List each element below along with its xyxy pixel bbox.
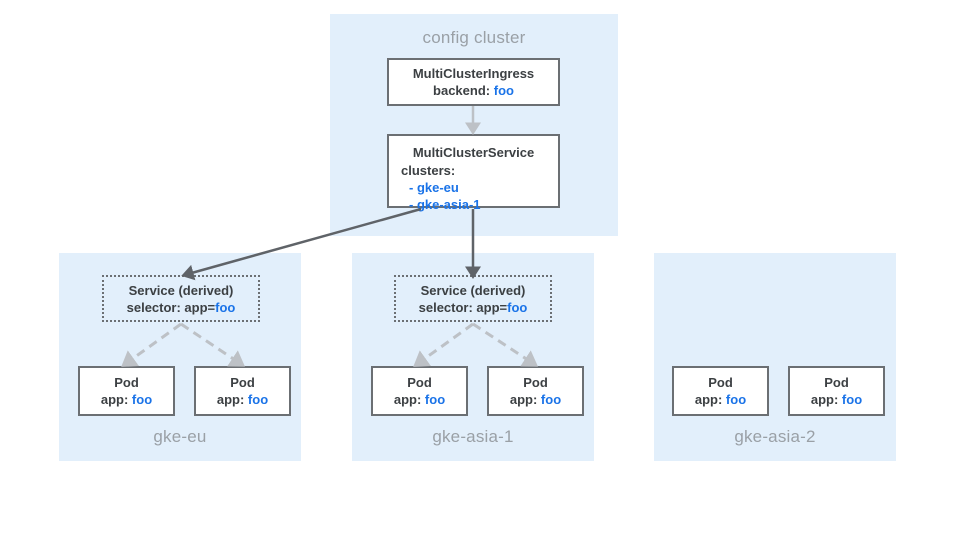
pod-gke-asia-1-1[interactable]: Pod app: foo	[487, 366, 584, 416]
derived-service-gke-asia-1-selector: selector: app=foo	[419, 299, 528, 316]
derived-service-gke-eu-selector-value: foo	[215, 299, 236, 315]
pod-gke-asia-2-0-label-value: foo	[725, 392, 747, 407]
pod-gke-asia-1-0[interactable]: Pod app: foo	[371, 366, 468, 416]
pod-gke-eu-0-label-key: app:	[100, 392, 129, 407]
panel-gke-asia-1: gke-asia-1	[352, 253, 594, 461]
pod-gke-asia-1-1-label: app: foo	[510, 391, 561, 408]
multiclusterservice-box[interactable]: MultiClusterService clusters: - gke-eu -…	[387, 134, 560, 212]
pod-gke-eu-1-label-key: app:	[216, 392, 245, 407]
derived-service-gke-asia-1-selector-label: selector: app=	[418, 299, 508, 315]
multiclusterservice-cluster-item-0: - gke-eu	[409, 180, 459, 195]
pod-gke-eu-0[interactable]: Pod app: foo	[78, 366, 175, 416]
panel-gke-asia-2-label: gke-asia-2	[734, 427, 816, 446]
pod-gke-asia-2-1-label-value: foo	[841, 392, 863, 407]
pod-gke-asia-1-0-label-key: app:	[393, 392, 422, 407]
derived-service-gke-asia-1[interactable]: Service (derived) selector: app=foo	[394, 275, 552, 322]
pod-gke-asia-1-1-label-key: app:	[509, 392, 538, 407]
multiclusteringress-backend-label: backend:	[433, 83, 491, 98]
pod-gke-asia-2-0-label-key: app:	[694, 392, 723, 407]
pod-gke-asia-1-1-title: Pod	[523, 375, 548, 390]
pod-gke-eu-1-label: app: foo	[217, 391, 268, 408]
multiclusterservice-cluster-item-1: - gke-asia-1	[409, 197, 481, 212]
multiclusteringress-backend-row: backend: foo	[433, 82, 514, 99]
pod-gke-asia-2-0-title: Pod	[708, 375, 733, 390]
pod-gke-asia-1-1-label-value: foo	[540, 392, 562, 407]
pod-gke-eu-0-title: Pod	[114, 375, 139, 390]
multiclusterservice-clusters-label: clusters:	[401, 163, 456, 178]
multiclusteringress-backend-value: foo	[493, 83, 514, 98]
pod-gke-asia-1-0-label-value: foo	[424, 392, 446, 407]
pod-gke-eu-1-title: Pod	[230, 375, 255, 390]
derived-service-gke-eu-selector-label: selector: app=	[126, 299, 216, 315]
panel-gke-eu-label: gke-eu	[153, 427, 207, 446]
pod-gke-asia-1-0-label: app: foo	[394, 391, 445, 408]
derived-service-gke-eu[interactable]: Service (derived) selector: app=foo	[102, 275, 260, 322]
derived-service-gke-eu-selector: selector: app=foo	[127, 299, 236, 316]
multiclusteringress-box[interactable]: MultiClusterIngress backend: foo	[387, 58, 560, 106]
derived-service-gke-asia-1-selector-value: foo	[507, 299, 528, 315]
panel-gke-asia-2: gke-asia-2	[654, 253, 896, 461]
pod-gke-asia-2-1[interactable]: Pod app: foo	[788, 366, 885, 416]
derived-service-gke-asia-1-title: Service (derived)	[420, 282, 526, 298]
pod-gke-asia-2-1-label-key: app:	[810, 392, 839, 407]
derived-service-gke-eu-title: Service (derived)	[128, 282, 234, 298]
pod-gke-eu-1-label-value: foo	[247, 392, 269, 407]
pod-gke-eu-1[interactable]: Pod app: foo	[194, 366, 291, 416]
pod-gke-asia-2-0-label: app: foo	[695, 391, 746, 408]
pod-gke-asia-2-1-title: Pod	[824, 375, 849, 390]
pod-gke-eu-0-label: app: foo	[101, 391, 152, 408]
panel-config-cluster-label: config cluster	[422, 28, 526, 47]
panel-gke-asia-1-label: gke-asia-1	[432, 427, 514, 446]
pod-gke-asia-2-1-label: app: foo	[811, 391, 862, 408]
pod-gke-eu-0-label-value: foo	[131, 392, 153, 407]
multiclusteringress-kind: MultiClusterIngress	[412, 66, 535, 81]
multiclusterservice-kind: MultiClusterService	[412, 145, 535, 160]
pod-gke-asia-1-0-title: Pod	[407, 375, 432, 390]
pod-gke-asia-2-0[interactable]: Pod app: foo	[672, 366, 769, 416]
